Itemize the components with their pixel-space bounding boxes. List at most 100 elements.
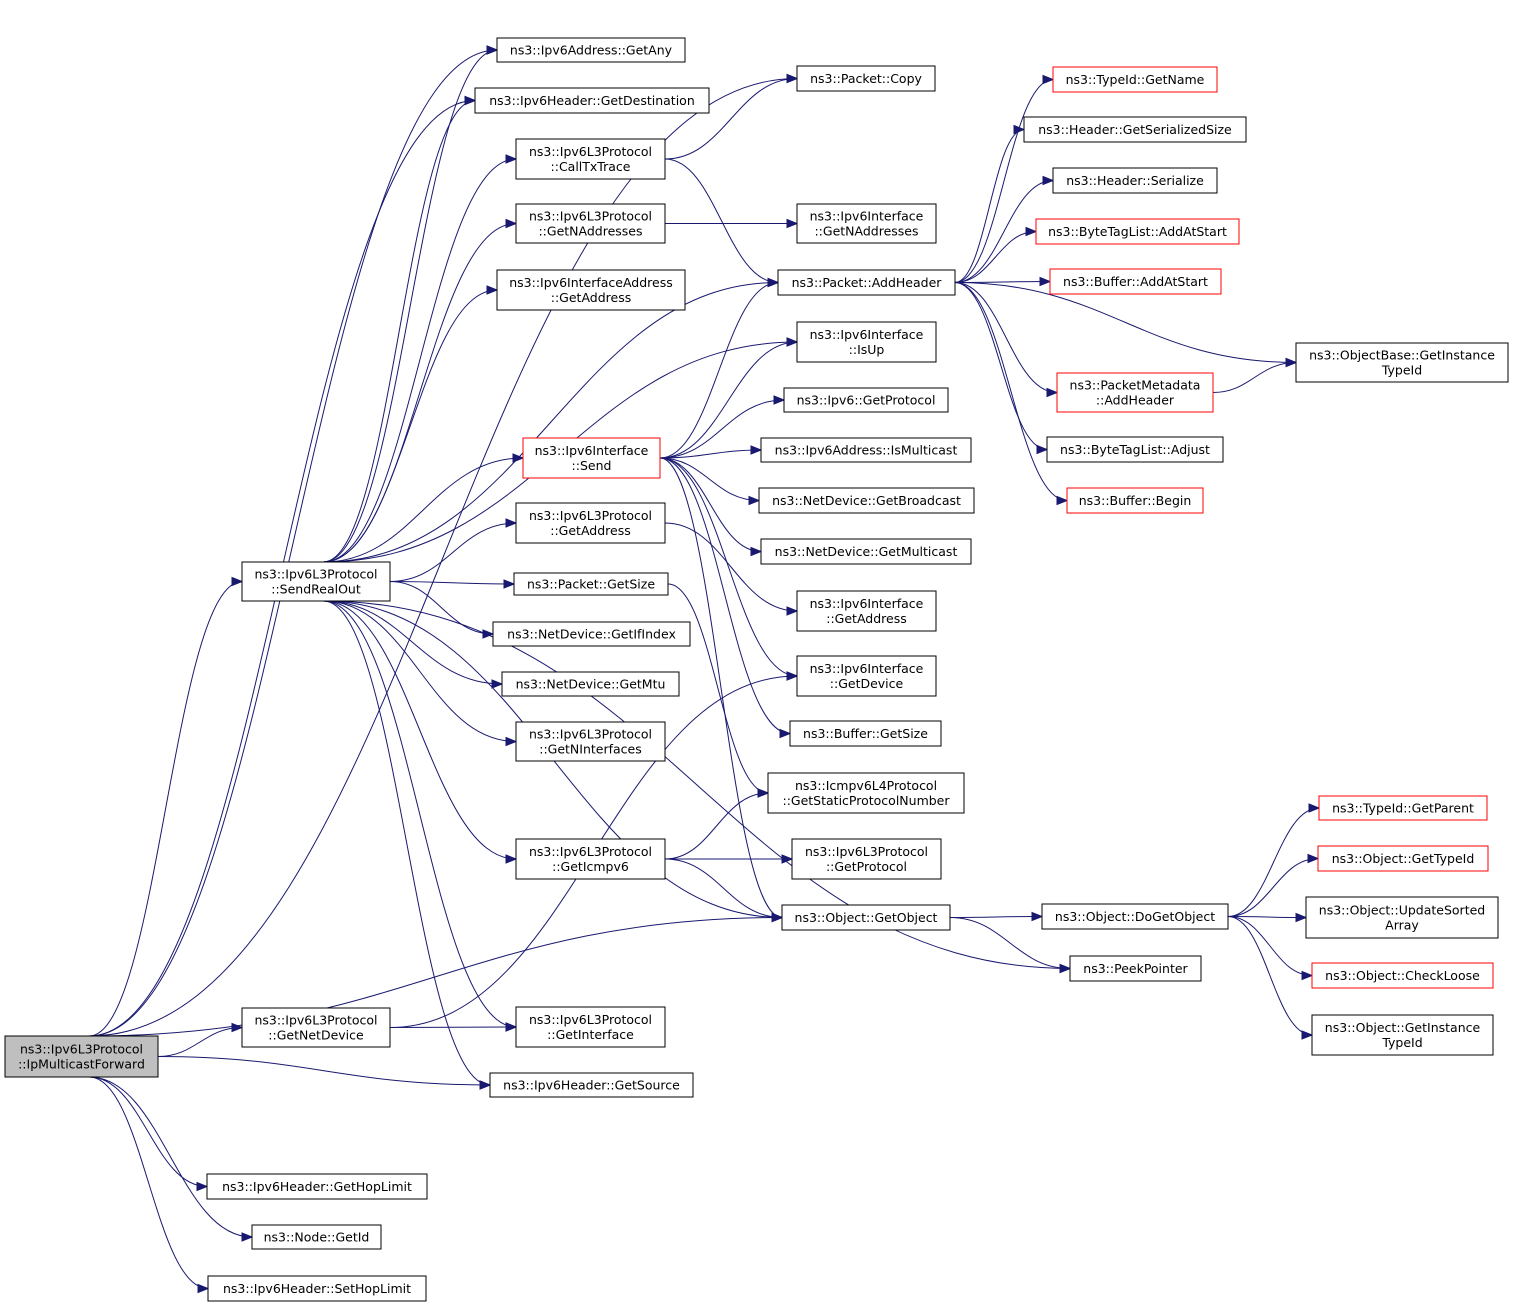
node-callTxTrace[interactable]: ns3::Ipv6L3Protocol::CallTxTrace [515,138,666,180]
edge-doGetObject-to-objGetInstance [1227,916,1314,1040]
node-checkLoose[interactable]: ns3::Object::CheckLoose [1311,962,1494,989]
node-box [522,437,661,479]
node-peekPointer[interactable]: ns3::PeekPointer [1069,955,1202,982]
node-addHeader[interactable]: ns3::Packet::AddHeader [777,269,956,296]
edge-sendRealOut-to-callTxTrace [323,154,518,563]
node-label: ns3::Ipv6Interface [810,209,924,224]
node-getAny[interactable]: ns3::Ipv6Address::GetAny [496,37,686,63]
edge-doGetObject-to-getParent [1227,803,1321,917]
node-label: ::GetAddress [551,290,631,305]
node-label: ns3::Object::UpdateSorted [1319,903,1485,918]
node-l3GetProtocol[interactable]: ns3::Ipv6L3Protocol::GetProtocol [791,838,942,880]
node-getSource[interactable]: ns3::Ipv6Header::GetSource [489,1072,694,1098]
node-ifaceAddrGetAddress[interactable]: ns3::Ipv6InterfaceAddress::GetAddress [496,269,686,311]
node-getMtu[interactable]: ns3::NetDevice::GetMtu [501,671,680,697]
node-box [1311,962,1494,989]
node-getObject[interactable]: ns3::Object::GetObject [781,904,951,931]
node-label: ns3::Ipv6L3Protocol [529,508,652,523]
edge-addHeader-to-btlAdjust [954,282,1049,455]
node-label: ns3::NetDevice::GetBroadcast [772,493,961,508]
node-getSerializedSize[interactable]: ns3::Header::GetSerializedSize [1023,116,1247,143]
node-label: ns3::Packet::Copy [810,71,922,86]
node-nodeGetId[interactable]: ns3::Node::GetId [251,1224,382,1250]
node-label: ns3::Ipv6L3Protocol [529,144,652,159]
edge-callTxTrace-to-addHeader [664,158,780,288]
node-box [513,572,669,596]
node-box [789,720,942,747]
node-box [501,671,680,697]
node-label: ns3::NetDevice::GetMtu [516,677,666,692]
node-label: ::GetInterface [547,1027,634,1042]
node-bufferGetSize[interactable]: ns3::Buffer::GetSize [789,720,942,747]
node-getBroadcast[interactable]: ns3::NetDevice::GetBroadcast [758,487,975,514]
edge-ifaceSend-to-ifaceGetDevice [659,457,799,681]
node-packetCopy[interactable]: ns3::Packet::Copy [796,65,936,92]
node-box [796,203,937,244]
node-getNetDevice[interactable]: ns3::Ipv6L3Protocol::GetNetDevice [241,1007,391,1048]
node-label: ns3::Ipv6Header::GetDestination [489,93,695,108]
node-label: TypeId [1381,1035,1422,1050]
node-btlAddAtStart[interactable]: ns3::ByteTagList::AddAtStart [1035,218,1240,245]
node-getMulticast[interactable]: ns3::NetDevice::GetMulticast [760,538,972,565]
node-box [515,721,666,762]
node-label: ns3::Object::DoGetObject [1055,909,1215,924]
edge-sendRealOut-to-getIcmpv6 [323,600,518,864]
node-isUp[interactable]: ns3::Ipv6Interface::IsUp [796,321,937,363]
edge-ifaceSend-to-isUp [659,337,799,459]
node-getDestination[interactable]: ns3::Ipv6Header::GetDestination [474,87,710,114]
node-box [767,772,965,814]
node-typeIdGetName[interactable]: ns3::TypeId::GetName [1052,66,1218,93]
node-setHopLimit[interactable]: ns3::Ipv6Header::SetHopLimit [207,1275,427,1302]
node-bufAddAtStart[interactable]: ns3::Buffer::AddAtStart [1049,268,1222,295]
node-sendRealOut[interactable]: ns3::Ipv6L3Protocol::SendRealOut [241,561,391,602]
node-box [207,1275,427,1302]
node-btlAdjust[interactable]: ns3::ByteTagList::Adjust [1046,436,1224,463]
node-box [1317,845,1489,872]
node-box [241,561,391,602]
node-label: ::GetProtocol [826,859,907,874]
edge-addHeader-to-typeIdGetName [954,74,1055,283]
node-pmAddHeader[interactable]: ns3::PacketMetadata::AddHeader [1056,372,1214,413]
node-objGetTypeId[interactable]: ns3::Object::GetTypeId [1317,845,1489,872]
node-doGetObject[interactable]: ns3::Object::DoGetObject [1041,903,1229,930]
node-label: ns3::Ipv6Interface [810,327,924,342]
node-getIfIndex[interactable]: ns3::NetDevice::GetIfIndex [492,621,691,647]
node-label: ns3::Ipv6L3Protocol [254,1013,377,1028]
node-label: ::CallTxTrace [551,159,631,174]
node-ifaceGetNAddresses[interactable]: ns3::Ipv6Interface::GetNAddresses [796,203,937,244]
node-getParent[interactable]: ns3::TypeId::GetParent [1318,795,1488,821]
node-bufBegin[interactable]: ns3::Buffer::Begin [1066,487,1204,514]
node-box [241,1007,391,1048]
node-box [1069,955,1202,982]
node-icmpStatic[interactable]: ns3::Icmpv6L4Protocol::GetStaticProtocol… [767,772,965,814]
node-headerSerialize[interactable]: ns3::Header::Serialize [1052,167,1218,194]
node-label: ns3::PeekPointer [1083,961,1188,976]
node-getNInterfaces[interactable]: ns3::Ipv6L3Protocol::GetNInterfaces [515,721,666,762]
node-getHopLimit[interactable]: ns3::Ipv6Header::GetHopLimit [206,1173,428,1200]
node-label: ns3::ByteTagList::AddAtStart [1048,224,1227,239]
node-label: ns3::Ipv6::GetProtocol [797,393,936,408]
node-l3GetAddress[interactable]: ns3::Ipv6L3Protocol::GetAddress [515,502,666,544]
edge-root-to-packetCopy [89,73,799,1037]
node-box [1066,487,1204,514]
node-label: ::GetNAddresses [538,224,642,239]
node-ifaceSend[interactable]: ns3::Ipv6Interface::Send [522,437,661,479]
node-getIcmpv6[interactable]: ns3::Ipv6L3Protocol::GetIcmpv6 [515,838,666,880]
node-ipv6GetProtocol[interactable]: ns3::Ipv6::GetProtocol [783,387,949,413]
edge-getNetDevice-to-l3GetInterface [389,1022,518,1032]
node-label: ns3::Ipv6L3Protocol [805,844,928,859]
node-l3GetInterface[interactable]: ns3::Ipv6L3Protocol::GetInterface [515,1006,666,1048]
node-ifaceGetDevice[interactable]: ns3::Ipv6Interface::GetDevice [796,655,937,697]
node-ifaceGetAddress[interactable]: ns3::Ipv6Interface::GetAddress [796,590,937,632]
edge-pmAddHeader-to-objBaseGetInstance [1212,357,1298,393]
node-isMulticast[interactable]: ns3::Ipv6Address::IsMulticast [760,437,972,463]
node-label: ns3::Ipv6Interface [535,443,649,458]
node-box [1056,372,1214,413]
node-packetGetSize[interactable]: ns3::Packet::GetSize [513,572,669,596]
node-label: ns3::Object::GetTypeId [1332,851,1475,866]
node-label: ns3::Ipv6Address::IsMulticast [775,443,958,458]
node-l3GetNAddresses[interactable]: ns3::Ipv6L3Protocol::GetNAddresses [515,203,666,244]
